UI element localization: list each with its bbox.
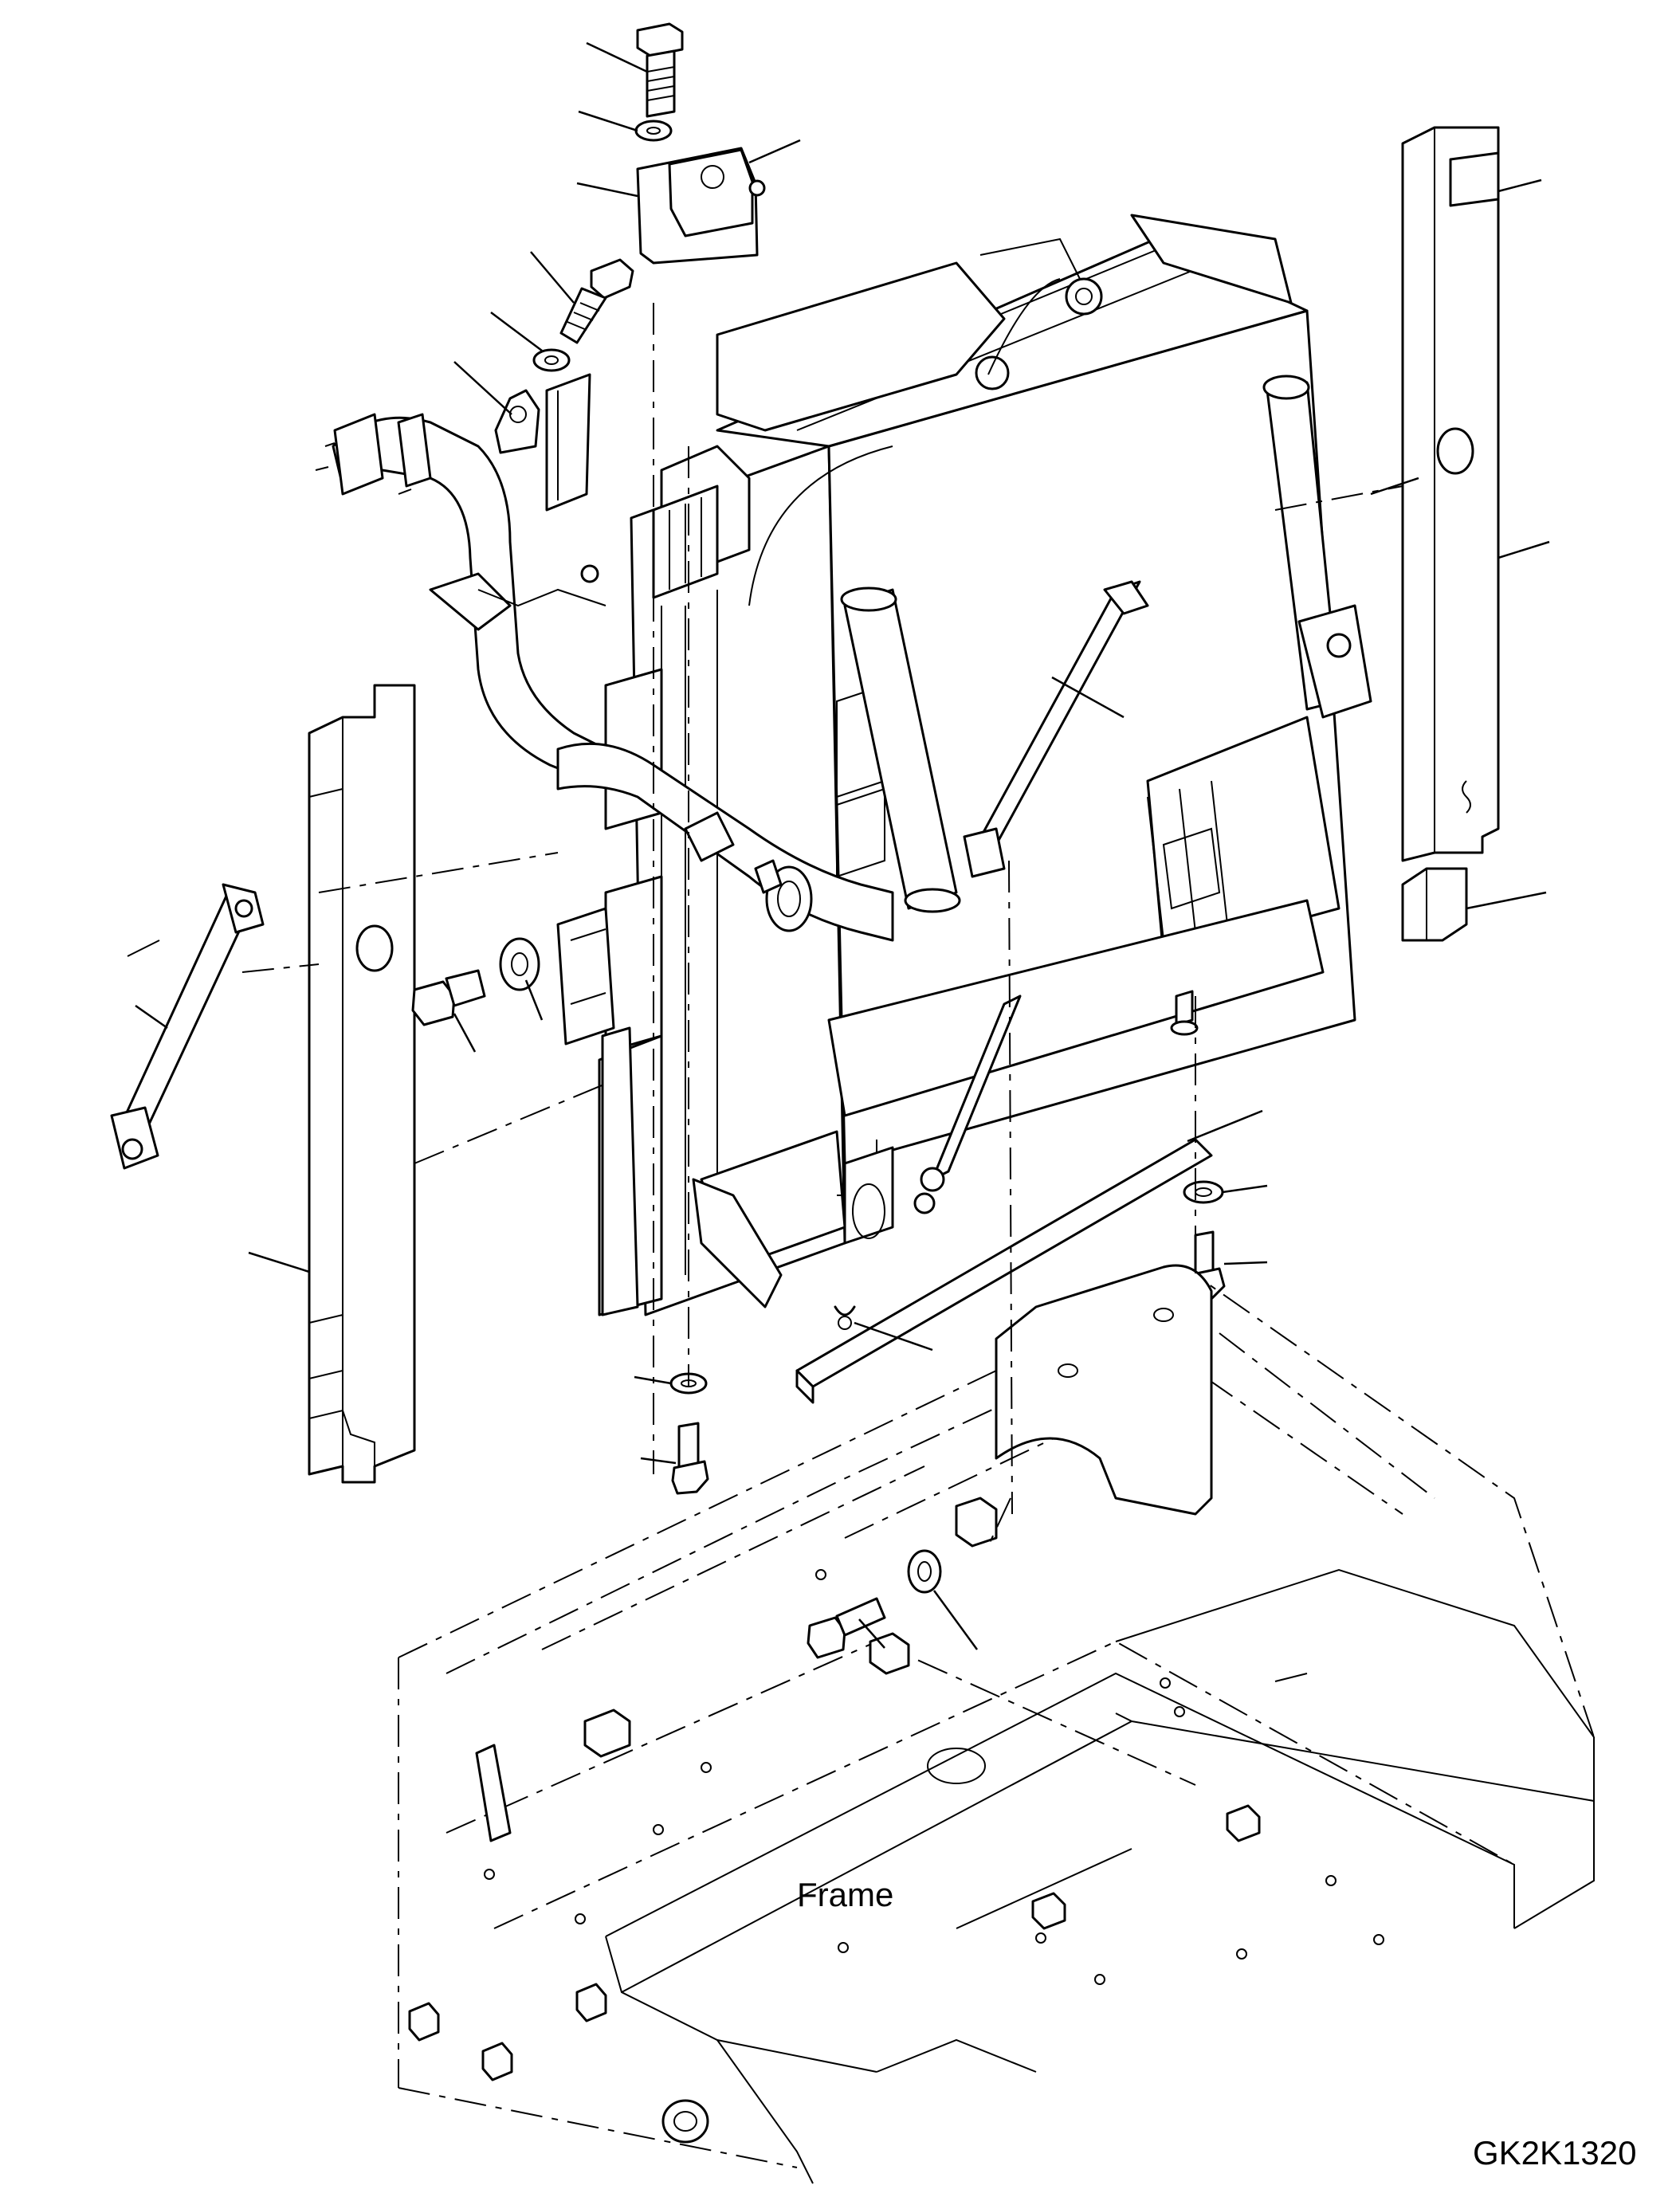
lower-right-washer (1183, 1180, 1224, 1204)
radiator-assembly (598, 214, 1372, 1316)
frame-label: Frame (797, 1876, 893, 1913)
left-lower-cover (601, 1026, 639, 1316)
frame (398, 1264, 1595, 2184)
leader-lines (135, 41, 1550, 1650)
bottom-seal-strip (795, 1138, 1213, 1404)
left-mid-bracket (556, 907, 615, 1046)
left-mid-washer (499, 937, 540, 991)
right-bottom-block (1401, 867, 1468, 942)
top-bolt (636, 22, 684, 118)
seal-strip (545, 373, 591, 512)
left-mid-bolt (411, 969, 486, 1026)
drawing-code: GK2K1320 (1473, 2134, 1637, 2171)
side-bolt (559, 258, 634, 344)
left-stay (110, 883, 265, 1170)
right-seal-panel (1401, 126, 1500, 862)
frame-washer (907, 1549, 942, 1594)
lower-left-bolt (671, 1422, 709, 1495)
left-seal-panel (308, 684, 416, 1484)
lower-hose (429, 564, 894, 942)
top-bracket (636, 147, 766, 265)
clamp-clip (494, 389, 540, 454)
frame-bolt (807, 1597, 886, 1659)
side-washer (532, 348, 571, 372)
bottom-hook (834, 1305, 856, 1330)
top-washer (634, 120, 673, 142)
